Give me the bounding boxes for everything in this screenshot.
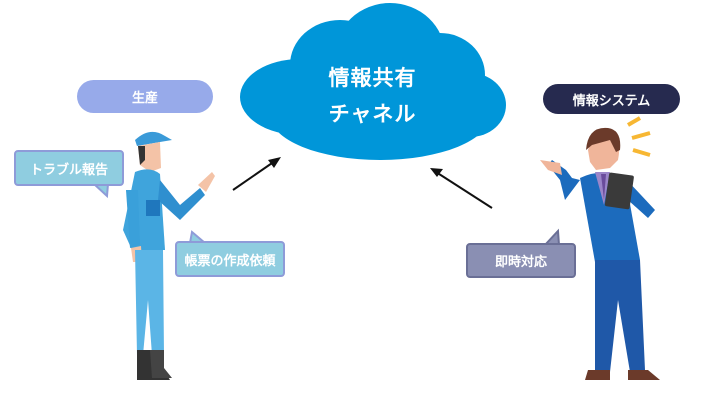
cloud-title-line1: 情報共有 (328, 66, 417, 90)
cloud-title-line2: チャネル (328, 102, 417, 126)
role-label-production: 生産 (77, 80, 213, 113)
role-label-information-systems: 情報システム (543, 84, 680, 114)
bubble-form-request: 帳票の作成依頼 (175, 241, 285, 277)
businessman-figure (540, 116, 660, 380)
arrow-left (232, 157, 281, 191)
bubble-immediate-response: 即時対応 (466, 243, 576, 278)
arrow-right (430, 168, 493, 209)
cloud-shape (240, 3, 506, 160)
worker-figure (123, 131, 215, 380)
bubble-trouble-report: トラブル報告 (14, 150, 124, 186)
